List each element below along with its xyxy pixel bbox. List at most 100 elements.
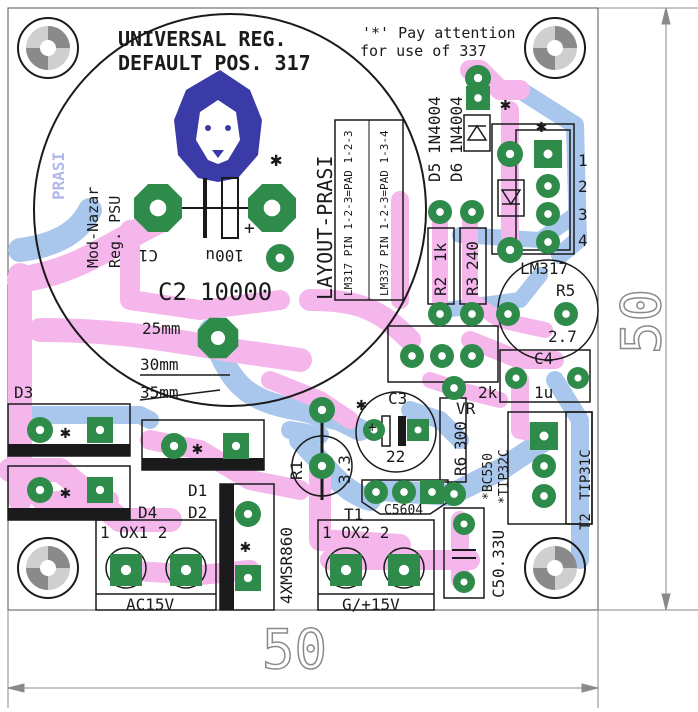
r6-label: R6 xyxy=(451,457,470,476)
star-d3-bottom: ✱ xyxy=(60,482,71,503)
d2-pad-a-drill xyxy=(243,509,253,519)
d3-pad-c-bottom-drill xyxy=(95,485,105,495)
x2-label: G/+15V xyxy=(342,595,400,614)
r3-pad-top-drill xyxy=(468,208,476,216)
lm317-pad-4-drill xyxy=(544,238,552,246)
d6-pad-k-drill xyxy=(505,245,515,255)
r1-value: 3.3 xyxy=(335,455,354,484)
pin-line-2: LM337 PIN 1-2-3=PAD 1-3-4 xyxy=(378,130,391,296)
c3-plate-right xyxy=(398,416,406,446)
star-c3: ✱ xyxy=(356,394,367,415)
lm317-pad-2-drill xyxy=(544,182,552,190)
pads-layer xyxy=(27,65,589,593)
mounting-hole-bottom-left xyxy=(17,537,79,599)
r5-label: R5 xyxy=(556,281,575,300)
r3-label: R3 xyxy=(463,277,482,296)
d1-band xyxy=(142,458,264,470)
r5-pad-1-drill xyxy=(504,310,512,318)
vr-pad-2-drill xyxy=(438,352,446,360)
d1-pad-c-drill xyxy=(231,441,241,451)
t2-pad-3-drill xyxy=(540,492,548,500)
r1-pad-top-drill xyxy=(317,405,327,415)
c2-dimension-35 xyxy=(139,389,221,401)
d5-pad-k-drill xyxy=(474,94,482,102)
x2-screw-1 xyxy=(325,547,367,589)
vr-pad-3-drill xyxy=(468,352,476,360)
lm317-pin-2: 2 xyxy=(578,177,588,196)
c5-pad-bottom-drill xyxy=(460,578,468,586)
r3-value: 240 xyxy=(463,241,482,270)
c2-pad-left-drill xyxy=(149,199,167,217)
r2-pad-bottom-drill xyxy=(436,310,444,318)
attention-line-2: for use of 337 xyxy=(360,42,486,60)
r1-label: R1 xyxy=(287,461,306,480)
d6-label: D6 xyxy=(447,163,466,182)
c2-label: C2 xyxy=(158,278,187,306)
d1-pad-a-drill xyxy=(169,441,179,451)
lm317-pad-3-drill xyxy=(544,210,552,218)
c4-pad-2-drill xyxy=(574,374,582,382)
dimension-25mm: 25mm xyxy=(142,319,181,338)
t2-label: T2 xyxy=(578,513,594,530)
c2-outline xyxy=(33,13,427,407)
r6-pad-bottom-drill xyxy=(450,490,458,498)
c1-pad-extra-drill xyxy=(275,253,285,263)
c4-value: 1u xyxy=(534,383,553,402)
mounting-hole-bottom-right xyxy=(524,537,586,599)
dimension-lines xyxy=(7,7,698,708)
vr-label: VR xyxy=(456,399,476,418)
mod-line-2: Reg. PSU xyxy=(106,196,124,268)
x2-outline xyxy=(317,519,435,611)
lm317-outline xyxy=(491,123,575,255)
d5-symbol xyxy=(463,114,491,152)
lm317-label: LM317 xyxy=(520,259,568,278)
x1-screw-2 xyxy=(165,547,207,589)
x2-screw-2 xyxy=(383,547,425,589)
t1-outline xyxy=(361,479,449,515)
x1-screw-1 xyxy=(105,547,147,589)
x1-outline xyxy=(95,519,217,611)
t2-alt-2: *TIP32C xyxy=(497,449,512,504)
c5-label: C5 xyxy=(489,579,508,598)
c2-pad-right-drill xyxy=(263,199,281,217)
x2-pad-1-drill xyxy=(340,564,352,576)
t1-part: C5604 xyxy=(384,503,423,518)
bridge-part: 4XMSR860 xyxy=(277,527,296,604)
x1-label: AC15V xyxy=(126,595,175,614)
x2-pad-2-drill xyxy=(398,564,410,576)
c3-value: 22 xyxy=(386,447,405,466)
r1-pad-bottom-drill xyxy=(317,461,327,471)
t2-alt-1: *BC550 xyxy=(481,453,496,500)
lm317-pin-4: 4 xyxy=(578,231,588,250)
pin-line-1: LM317 PIN 1-2-3=PAD 1-2-3 xyxy=(342,130,355,296)
t1-pad-1-drill xyxy=(372,488,380,496)
vr-pad-1-drill xyxy=(408,352,416,360)
t2-part: TIP31C xyxy=(578,449,594,500)
lm317-pin-1: 1 xyxy=(578,151,588,170)
vr-outline xyxy=(387,325,499,383)
t2-tab xyxy=(565,411,593,525)
c5-outline xyxy=(443,507,485,599)
d5-label: D5 xyxy=(425,163,444,182)
r3-pad-bottom-drill xyxy=(468,310,476,318)
c4-outline xyxy=(499,349,591,403)
star-d3-top: ✱ xyxy=(60,422,71,443)
d4-label: D4 xyxy=(138,503,157,522)
t2-pad-2-drill xyxy=(540,462,548,470)
mounting-hole-top-right xyxy=(524,17,586,79)
d3-pad-a-top-drill xyxy=(35,425,45,435)
title-line-2: DEFAULT POS. 317 xyxy=(118,51,311,75)
c3-label: C3 xyxy=(388,389,407,408)
r2-value: 1k xyxy=(431,242,450,262)
dimension-35mm: 35mm xyxy=(140,383,179,402)
mod-line-1: Mod-Nazar xyxy=(84,187,102,268)
c4-label: C4 xyxy=(534,349,553,368)
d2-band xyxy=(220,484,234,610)
star-d2: ✱ xyxy=(240,536,251,557)
d6-symbol xyxy=(497,179,525,217)
mounting-hole-top-left xyxy=(17,17,79,79)
lm317-pad-1-drill xyxy=(543,149,553,159)
d2-label: D2 xyxy=(188,503,207,522)
r5-value: 2.7 xyxy=(548,327,577,346)
